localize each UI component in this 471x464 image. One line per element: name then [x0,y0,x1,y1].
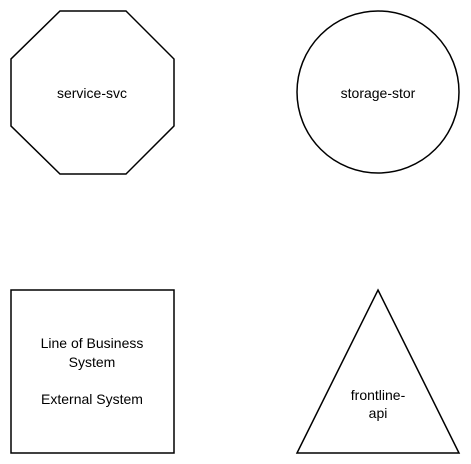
service-svc-node[interactable]: service-svc [10,10,175,175]
triangle-shape [295,288,461,454]
octagon-shape [10,10,175,175]
frontline-api-label-line1: frontline- [351,387,406,403]
service-svc-label: service-svc [57,85,127,101]
rectangle-shape [10,289,175,454]
external-system-node[interactable]: Line of Business System External System [10,289,175,454]
external-system-label-line2: System [69,354,116,370]
frontline-api-label-line2: api [369,405,388,421]
frontline-api-node[interactable]: frontline- api [295,288,461,454]
circle-shape [296,10,460,174]
external-system-label-line1: Line of Business [41,335,144,351]
external-system-label-line3: External System [41,391,143,407]
storage-stor-label: storage-stor [341,85,416,101]
storage-stor-node[interactable]: storage-stor [296,10,460,174]
